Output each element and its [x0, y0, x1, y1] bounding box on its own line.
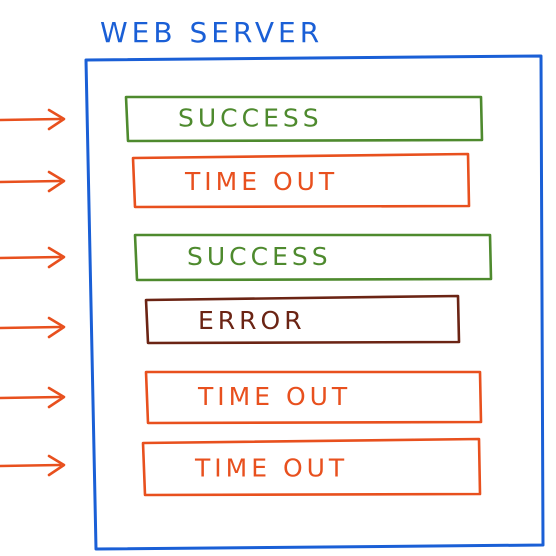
- server-title: WEB SERVER: [100, 16, 323, 49]
- request-rows: SUCCESS TIME OUT SUCCESS ERROR TIME OUT TIME …: [124, 95, 493, 497]
- arrow-head: [47, 108, 66, 131]
- status-box: [144, 370, 483, 425]
- arrow-head: [47, 170, 66, 193]
- status-box: [131, 152, 471, 209]
- status-box: [144, 294, 461, 345]
- status-label: TIME OUT: [194, 454, 348, 483]
- request-row-timeout: TIME OUT: [131, 152, 471, 209]
- status-label: ERROR: [198, 306, 306, 335]
- arrow-head: [47, 246, 66, 269]
- request-row-success: SUCCESS: [124, 95, 484, 143]
- request-arrow: [0, 246, 66, 269]
- request-arrow: [0, 454, 66, 477]
- arrow-shaft: [0, 117, 62, 122]
- arrow-head: [47, 386, 66, 409]
- status-label: TIME OUT: [184, 167, 338, 196]
- arrow-shaft: [0, 179, 62, 184]
- arrow-shaft: [0, 395, 62, 400]
- arrow-shaft: [0, 255, 62, 260]
- request-row-success: SUCCESS: [133, 233, 493, 282]
- status-box: [141, 437, 482, 497]
- server-box: [84, 54, 545, 551]
- request-row-timeout: TIME OUT: [141, 437, 482, 497]
- arrow-head: [47, 454, 66, 477]
- status-box: [124, 95, 484, 143]
- status-box: [133, 233, 493, 282]
- arrow-shaft: [0, 463, 62, 468]
- request-row-error: ERROR: [144, 294, 461, 345]
- incoming-arrows: [0, 108, 66, 477]
- arrow-shaft: [0, 325, 62, 330]
- status-label: SUCCESS: [187, 242, 332, 271]
- request-arrow: [0, 386, 66, 409]
- request-arrow: [0, 316, 66, 339]
- status-label: TIME OUT: [197, 382, 351, 411]
- arrow-head: [47, 316, 66, 339]
- request-row-timeout: TIME OUT: [144, 370, 483, 425]
- status-label: SUCCESS: [178, 104, 323, 133]
- request-arrow: [0, 170, 66, 193]
- request-arrow: [0, 108, 66, 131]
